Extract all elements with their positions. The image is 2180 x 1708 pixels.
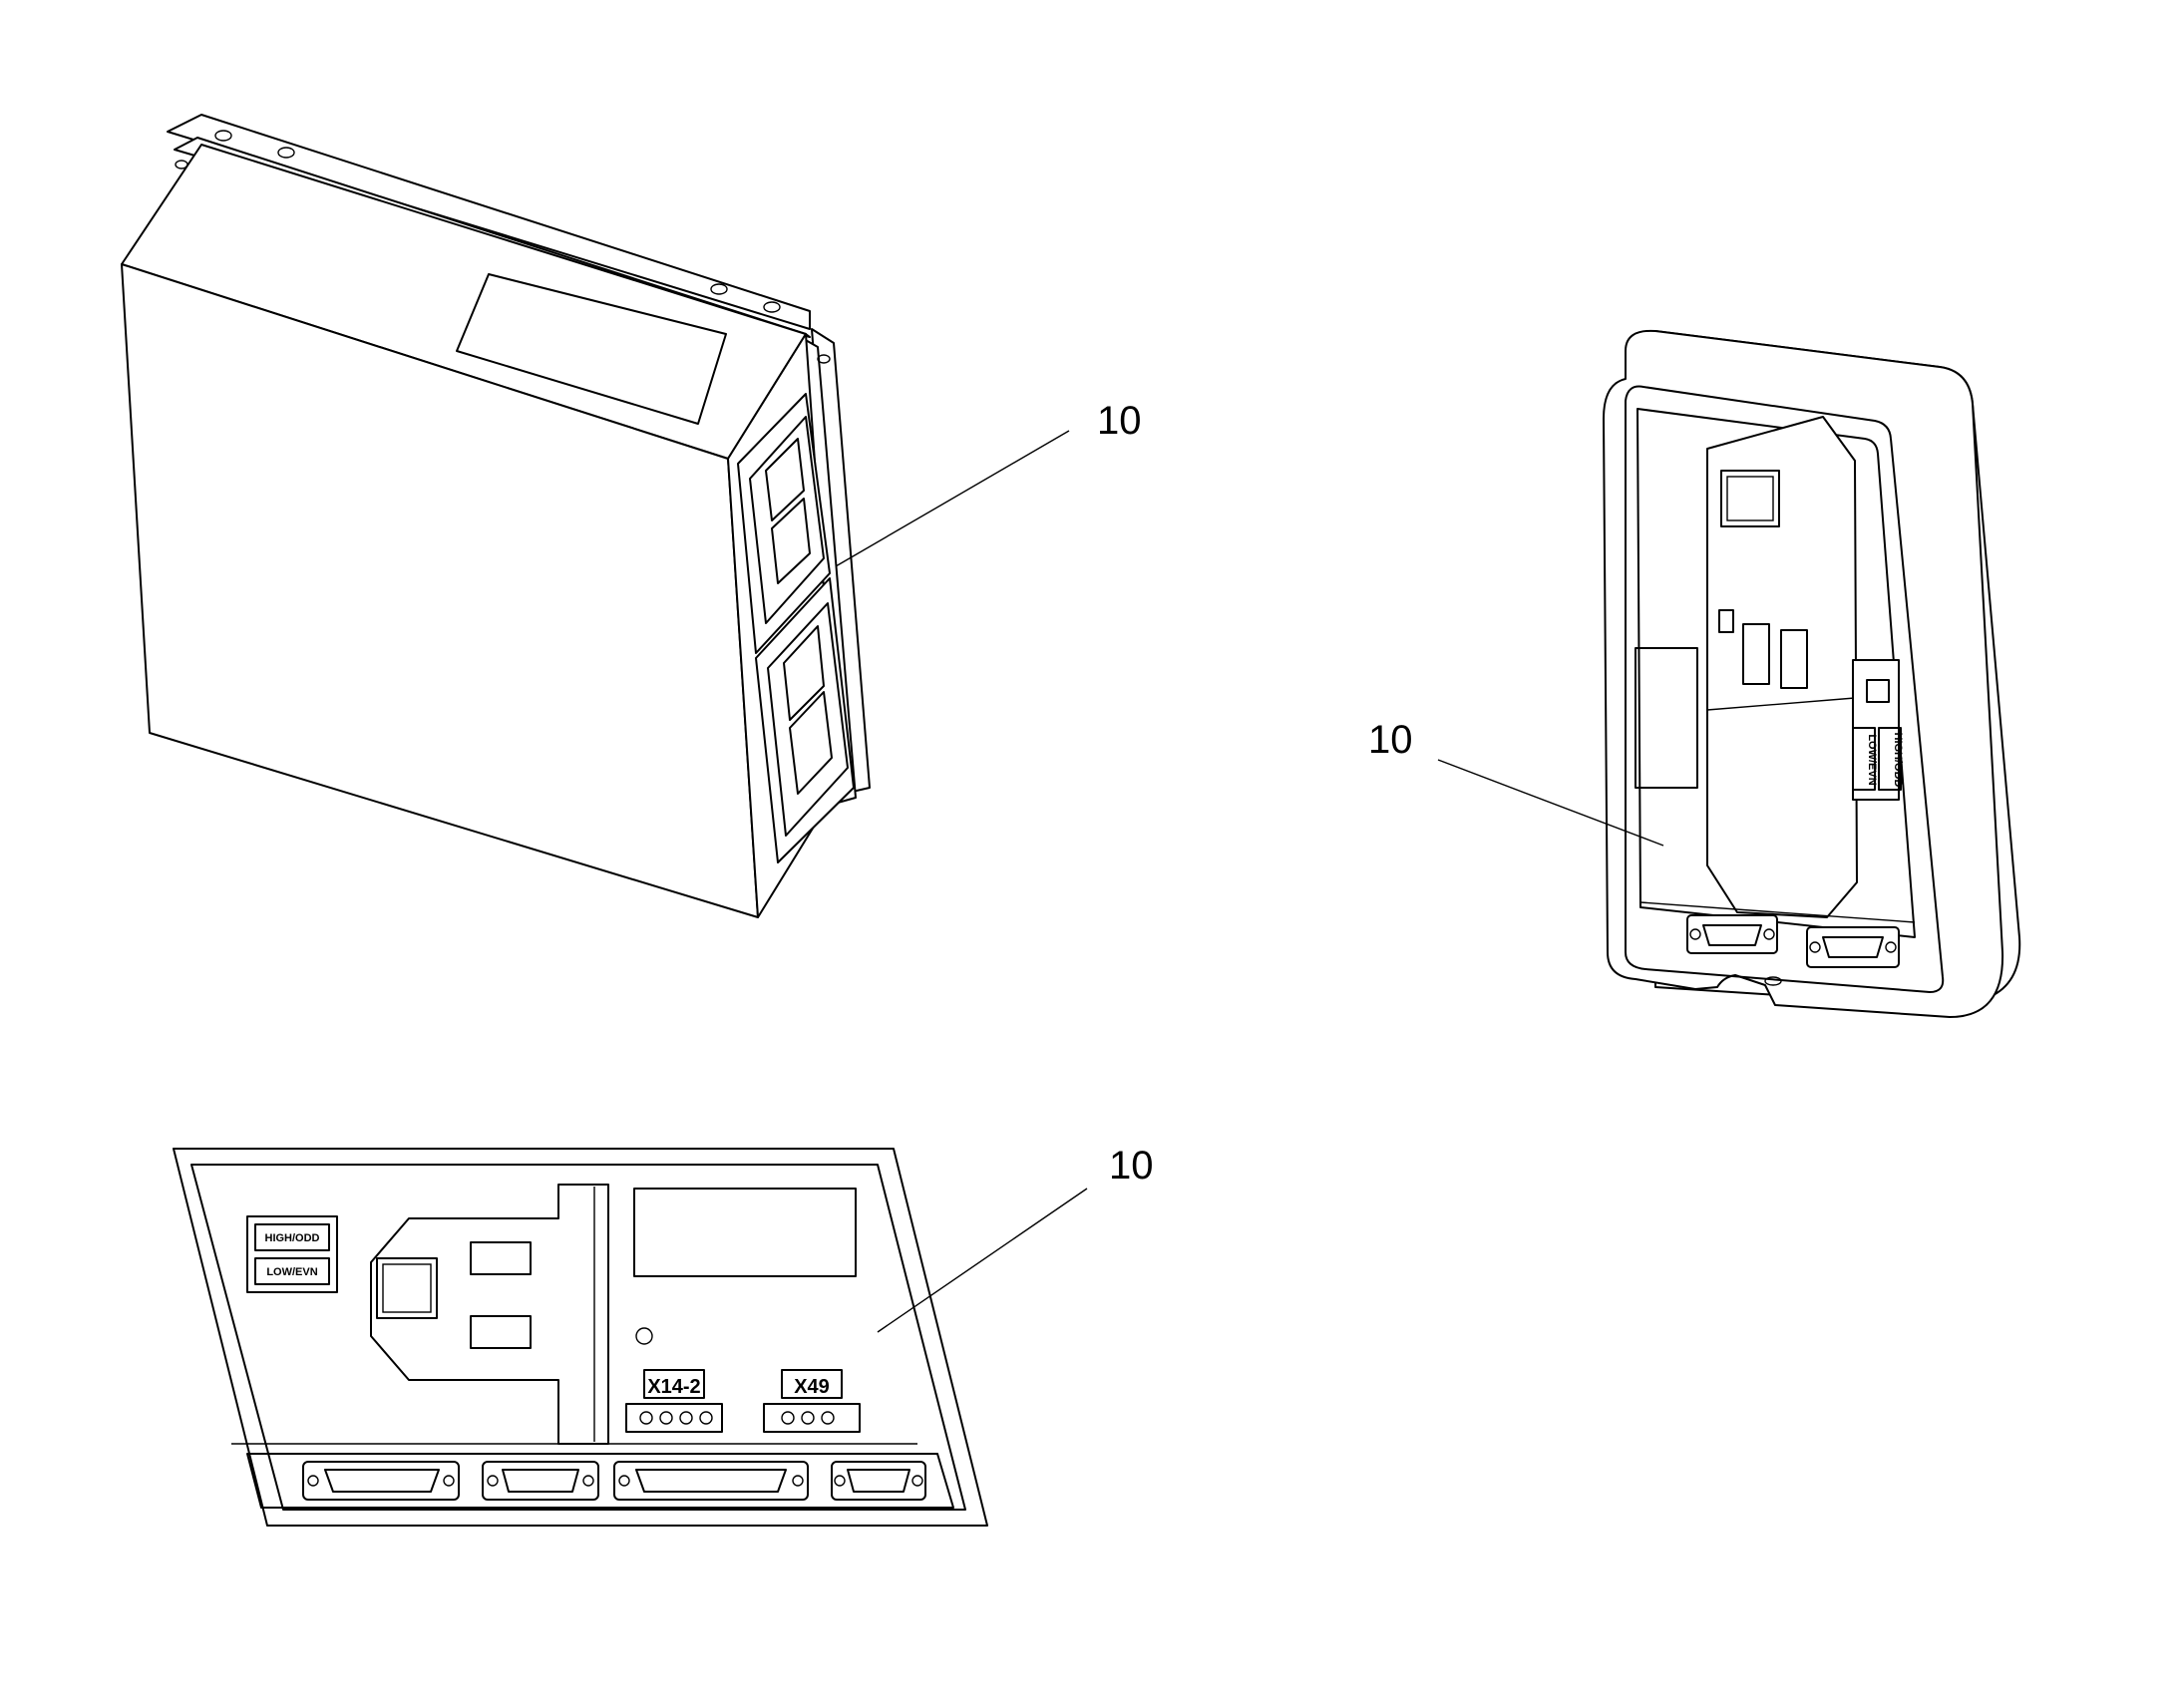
pendant-jumper-labels: LOW/EVN HIGH/ODD <box>1852 727 1904 791</box>
pendant-low-evn-label: LOW/EVN <box>1866 734 1878 785</box>
board-chips <box>376 1241 532 1349</box>
board-high-odd-label: HIGH/ODD <box>265 1232 320 1244</box>
callout-pendant: 10 <box>1368 718 1664 847</box>
callout-board-label: 10 <box>1109 1144 1154 1188</box>
terminal-x49-label: X49 <box>794 1376 830 1398</box>
circuit-board-panel: HIGH/ODD LOW/EVN X14-2 X49 <box>173 1148 988 1527</box>
electronics-enclosure <box>121 114 871 918</box>
terminal-x14-2-label: X14-2 <box>647 1376 700 1398</box>
handheld-pendant: LOW/EVN HIGH/ODD <box>1603 329 2021 1018</box>
board-dsub-connectors <box>302 1461 926 1501</box>
callout-enclosure-label: 10 <box>1097 399 1142 443</box>
pendant-dsub-connectors <box>1686 914 1900 986</box>
board-low-evn-label: LOW/EVN <box>266 1266 317 1278</box>
terminal-block-x14-2: X14-2 <box>625 1369 723 1433</box>
terminal-block-x49: X49 <box>763 1369 861 1433</box>
pendant-chips <box>1718 470 1808 689</box>
enclosure-connector-ports <box>737 393 855 863</box>
pendant-high-odd-label: HIGH/ODD <box>1892 733 1904 788</box>
callout-board: 10 <box>877 1144 1154 1333</box>
board-jumper-labels: HIGH/ODD LOW/EVN <box>246 1215 338 1293</box>
callout-pendant-label: 10 <box>1368 718 1413 762</box>
callout-enclosure: 10 <box>835 399 1142 567</box>
